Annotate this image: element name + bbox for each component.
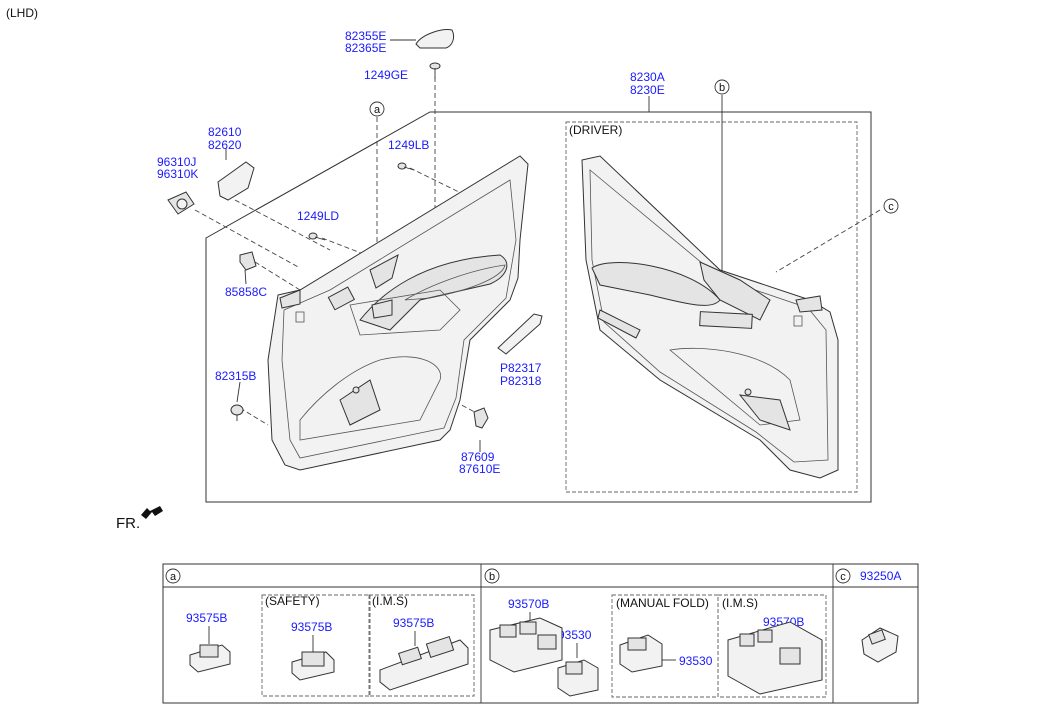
legend-b-ims-title: (I.M.S) [722,596,758,610]
switch-93250a [861,627,899,663]
part-96310k[interactable]: 96310K [157,167,198,181]
connect-1249lb [409,167,521,223]
inside-handle-82610 [217,161,255,201]
clip-85858c [239,251,257,271]
switch-93575b-ims [379,636,469,691]
legend-a-safety-part[interactable]: 93575B [291,620,332,634]
driver-door-trim [581,155,839,479]
fastener-82315b [230,404,244,421]
part-82355e[interactable]: 82355E [345,29,386,43]
pull-handle-p82317 [497,313,543,355]
part-1249ge[interactable]: 1249GE [364,68,408,82]
connect-82315b [239,407,269,426]
cover-82355e [415,29,455,49]
connect-82610 [234,199,331,251]
part-87610e[interactable]: 87610E [459,462,500,476]
assembly-frame [205,111,872,503]
driver-label: (DRIVER) [569,123,622,137]
switch-93575b-safety [291,651,335,681]
switch-93570b-ims [727,621,823,695]
part-p82317[interactable]: P82317 [500,361,542,375]
legend-b-main-part[interactable]: 93570B [508,597,549,611]
door-trim-panel [267,155,529,471]
part-1249lb[interactable]: 1249LB [388,138,429,152]
leader-82315b [236,381,241,403]
driver-variant-box [565,121,858,493]
front-label: FR. [116,515,140,532]
switch-93530 [557,659,599,697]
part-1249ld[interactable]: 1249LD [297,209,339,223]
legend-a-ims-box [368,594,475,697]
legend-b-manual-fold-part[interactable]: 93530 [679,654,713,668]
part-8230a[interactable]: 8230A [630,70,665,84]
switch-93530-manual-fold [619,634,663,673]
callout-c[interactable] [883,198,899,214]
part-85858c[interactable]: 85858C [225,285,267,299]
connect-85858c [254,261,301,291]
clip-87609 [473,407,489,429]
switch-93575b-standard [189,644,231,673]
speaker-96310j [167,191,195,215]
part-p82318[interactable]: P82318 [500,374,542,388]
callout-b[interactable] [714,79,730,95]
switch-93570b-main [489,617,563,673]
legend-b-ims-box [717,594,827,698]
legend-a-ims-title: (I.M.S) [372,594,408,608]
variant-label: (LHD) [6,6,38,20]
legend-b-manual-fold-title: (MANUAL FOLD) [616,596,709,610]
callout-a[interactable] [369,101,385,117]
legend-a-safety-title: (SAFETY) [265,594,320,608]
connect-96310 [194,209,301,269]
legend-table [162,563,919,704]
part-82365e[interactable]: 82365E [345,41,386,55]
legend-a-circle [165,568,181,584]
legend-c-circle [835,568,851,584]
connect-c [775,209,881,273]
callout-c-letter: c [888,201,894,213]
screw-1249ld [308,232,326,241]
part-82610[interactable]: 82610 [208,125,242,139]
front-arrow-icon [141,506,163,519]
part-8230e[interactable]: 8230E [630,83,665,97]
part-87609[interactable]: 87609 [461,450,495,464]
legend-a-safety-box [261,594,371,697]
legend-b-sub-part[interactable]: 93530 [558,628,592,642]
screw-1249lb [397,162,415,171]
part-82315b[interactable]: 82315B [215,369,256,383]
legend-a-standard-part[interactable]: 93575B [186,611,227,625]
legend-c-letter: c [840,571,846,583]
callout-b-letter: b [719,82,725,94]
legend-b-circle [484,568,500,584]
legend-c-part[interactable]: 93250A [860,569,901,583]
callout-a-letter: a [374,104,381,116]
part-96310j[interactable]: 96310J [157,155,196,169]
part-82620[interactable]: 82620 [208,138,242,152]
leader-85858c [244,269,247,285]
legend-b-letter: b [489,571,495,583]
legend-a-ims-part[interactable]: 93575B [393,616,434,630]
screw-1249ge [429,62,441,79]
legend-a-letter: a [170,571,177,583]
